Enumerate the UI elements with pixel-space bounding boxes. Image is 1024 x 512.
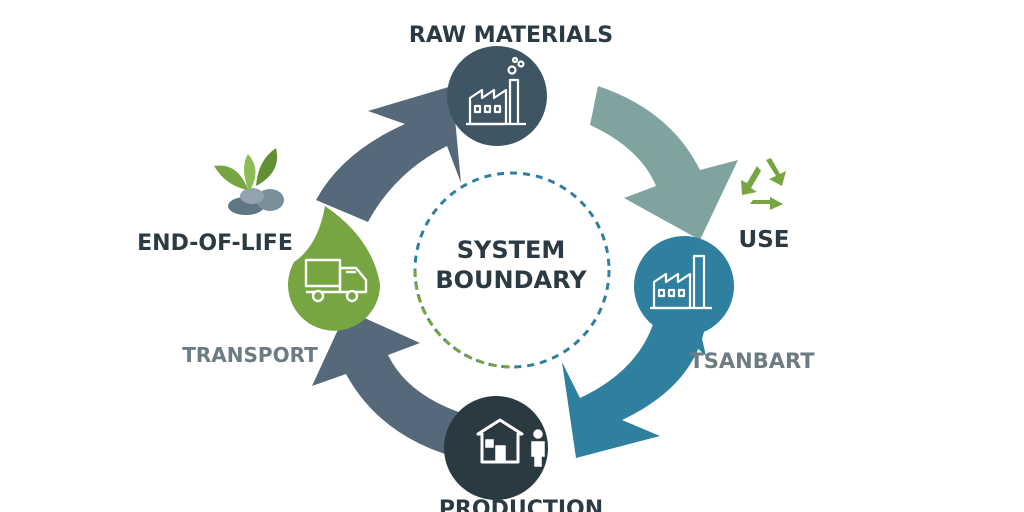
raw-materials-badge [447, 46, 547, 146]
system-boundary-ring-green-arc [413, 269, 513, 369]
system-boundary-line-2: BOUNDARY [435, 266, 587, 294]
cycle-arrow-production-to-transport [312, 310, 478, 460]
label-transport-left: TRANSPORT [182, 343, 318, 367]
label-use: USE [739, 227, 790, 253]
cycle-arrow-end-of-life-to-raw-materials [316, 86, 461, 222]
house-person-icon [476, 418, 545, 467]
label-production: PRODUCTION [439, 497, 603, 512]
label-end-of-life: END-OF-LIFE [137, 231, 293, 256]
factory-icon [650, 254, 712, 310]
factory-smoke-icon [466, 56, 526, 126]
label-raw-materials: RAW MATERIALS [409, 23, 613, 48]
cycle-arrow-raw-materials-to-use [590, 86, 738, 240]
use-badge [634, 236, 734, 356]
end-of-life-badge [288, 206, 381, 331]
label-transport-right: TSANBART [689, 349, 815, 373]
cycle-arrow-use-to-production [562, 318, 704, 458]
production-badge [444, 396, 548, 500]
leaves-stones-icon [214, 148, 284, 215]
system-boundary-line-1: SYSTEM [457, 236, 566, 264]
truck-icon [304, 258, 368, 303]
recycle-icon [741, 158, 786, 210]
